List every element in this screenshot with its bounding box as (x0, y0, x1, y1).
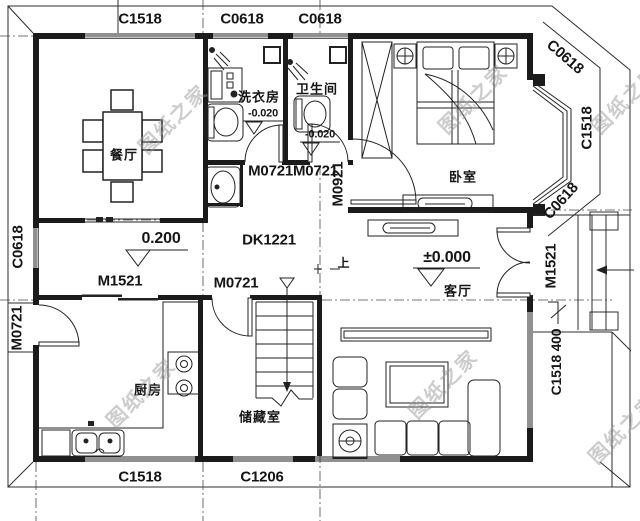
kitchen-slider-label: M1521 (97, 272, 143, 290)
kitchen-fixtures (39, 301, 203, 457)
room-label-kitchen: 厨房 (133, 382, 163, 398)
bathroom-level: -0.020 (305, 128, 335, 141)
level-markers (125, 120, 567, 324)
dining-table (82, 89, 163, 203)
outer-boundary (7, 0, 631, 488)
room-label-storage: 储藏室 (238, 409, 282, 425)
room-label-bathroom: 卫生间 (295, 81, 339, 97)
stairs (255, 277, 314, 407)
hallway-level: 0.200 (141, 230, 181, 247)
stairs-up-label: 上 (337, 256, 351, 270)
wet-room-door-labels: M0721M0721 (248, 162, 338, 180)
door-label-left: M0721 (8, 305, 26, 351)
bathroom-fixtures (287, 46, 347, 133)
living-room-furniture (332, 219, 501, 459)
room-label-dining: 餐厅 (109, 147, 139, 163)
living-level: ±0.000 (423, 249, 471, 266)
window-label-left: C0618 (9, 225, 27, 269)
living-window-label: C1518 400 (548, 328, 564, 396)
storage-door-label: M0721 (213, 274, 259, 292)
room-label-laundry: 洗衣房 (237, 89, 281, 105)
room-label-bedroom: 卧室 (448, 169, 478, 185)
window-label-top-1: C1518 (118, 10, 162, 28)
windows (33, 33, 572, 462)
entrance-door-label: M1521 (542, 243, 560, 289)
bedroom-furniture (361, 41, 518, 213)
corridor-code-label: DK1221 (242, 231, 296, 249)
entrance-steps (533, 211, 634, 487)
laundry-fixtures (205, 46, 281, 208)
window-label-bottom-1: C1518 (118, 468, 162, 486)
window-label-top-2: C0618 (220, 10, 264, 28)
room-label-living: 客厅 (443, 283, 473, 299)
laundry-level: -0.020 (248, 107, 278, 120)
window-label-bottom-2: C1206 (240, 468, 284, 486)
window-label-top-3: C0618 (298, 10, 342, 28)
